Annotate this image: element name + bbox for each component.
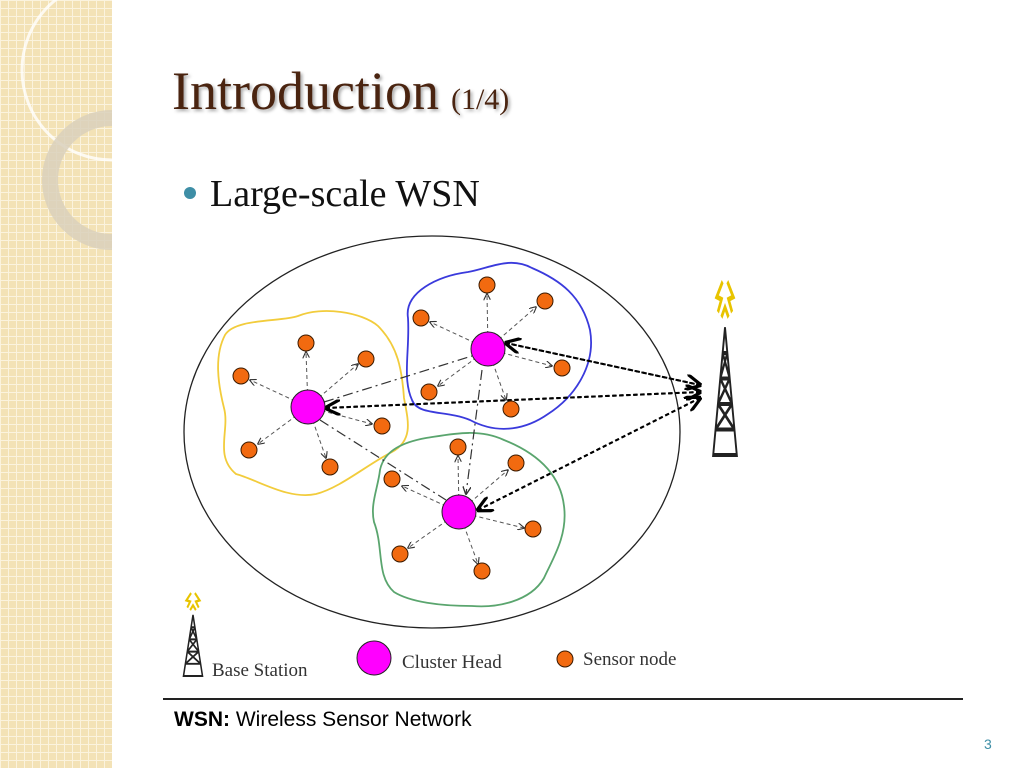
bullet-item: Large-scale WSN <box>184 172 480 216</box>
sensor-node <box>524 520 542 538</box>
sensor-node <box>412 309 430 327</box>
base-station-links <box>326 343 700 510</box>
sensor-node <box>502 400 520 418</box>
sensor-node <box>373 417 391 435</box>
footnote-rule <box>163 698 963 700</box>
sensor-node <box>553 359 571 377</box>
cluster-head-green <box>441 494 477 530</box>
sensor-node <box>321 458 339 476</box>
legend-cluster-head-label: Cluster Head <box>402 652 502 673</box>
footnote-term: WSN: <box>174 708 230 731</box>
inter-cluster-links <box>319 355 483 501</box>
sensor-node <box>383 470 401 488</box>
footnote: WSN: Wireless Sensor Network <box>174 708 472 732</box>
footnote-definition: Wireless Sensor Network <box>235 708 472 731</box>
sensor-node <box>232 367 250 385</box>
bullet-dot-icon <box>184 187 196 200</box>
sensor-nodes <box>232 276 571 580</box>
base-station-tower-icon <box>713 282 737 455</box>
decorative-sidebar <box>0 0 112 768</box>
legend-sensor-node-label: Sensor node <box>583 649 676 670</box>
sensor-node <box>240 441 258 459</box>
sensor-node <box>507 454 525 472</box>
cluster-head-yellow <box>290 389 326 425</box>
sensor-node <box>357 350 375 368</box>
sensor-node <box>391 545 409 563</box>
sensor-node <box>536 292 554 310</box>
slide-title: Introduction(1/4) <box>172 61 510 121</box>
sensor-node <box>449 438 467 456</box>
page-number: 3 <box>984 736 992 752</box>
sensor-node <box>420 383 438 401</box>
bullet-text: Large-scale WSN <box>210 173 480 215</box>
legend-base-station-label: Base Station <box>212 660 308 681</box>
sensor-node <box>478 276 496 294</box>
sensor-node <box>297 334 315 352</box>
cluster-head-blue <box>470 331 506 367</box>
legend-base-station-icon <box>182 591 204 678</box>
cluster-boundary-blue <box>405 261 592 430</box>
sensor-node <box>473 562 491 580</box>
network-boundary <box>183 235 681 629</box>
legend: Base Station Cluster Head Sensor node <box>182 591 676 681</box>
cluster-boundary-green <box>372 432 566 608</box>
cluster-heads <box>290 331 506 530</box>
legend-cluster-head-icon <box>356 640 392 676</box>
legend-sensor-node-icon <box>556 650 574 668</box>
slide-title-suffix: (1/4) <box>450 83 510 116</box>
